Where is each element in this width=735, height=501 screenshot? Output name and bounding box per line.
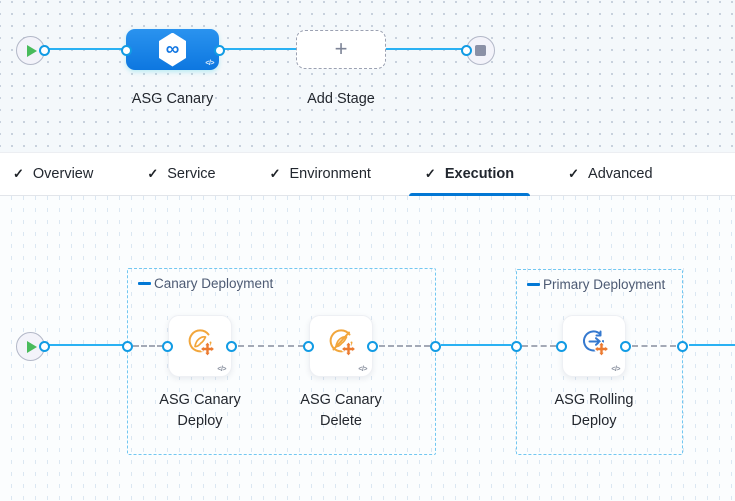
stage-graph-canvas[interactable]: ∞ </> + ASG Canary Add Stage	[0, 0, 735, 152]
check-icon: ✓	[147, 166, 159, 181]
canary-group-in-port[interactable]	[122, 341, 133, 352]
asg-canary-delete-icon	[329, 329, 356, 357]
link-group-to-step1	[133, 345, 163, 347]
group-primary-deployment[interactable]: Primary Deployment	[516, 269, 683, 455]
tab-service-label: Service	[167, 166, 216, 182]
stage-config-tabbar: ✓ Overview ✓ Service ✓ Environment ✓ Exe…	[0, 152, 735, 196]
primary-group-out-port[interactable]	[677, 341, 688, 352]
asg-canary-deploy-icon	[188, 329, 215, 357]
execution-graph-canvas[interactable]: Canary Deployment </>	[0, 196, 735, 501]
tab-environment[interactable]: ✓ Environment	[270, 153, 371, 195]
step-asg-canary-delete[interactable]: </>	[309, 315, 373, 377]
link-canary-to-primary-group	[441, 344, 511, 346]
step1-in-port[interactable]	[162, 341, 173, 352]
step2-in-port[interactable]	[303, 341, 314, 352]
group-canary-deployment[interactable]: Canary Deployment	[127, 268, 436, 455]
stop-icon	[475, 45, 486, 56]
step3-in-port[interactable]	[556, 341, 567, 352]
add-stage-label[interactable]: Add Stage	[307, 91, 375, 107]
exec-start-out-port[interactable]	[39, 341, 50, 352]
group-primary-label: Primary Deployment	[527, 277, 665, 292]
group-dash-icon	[527, 283, 540, 286]
tab-advanced[interactable]: ✓ Advanced	[568, 153, 652, 195]
check-icon: ✓	[568, 166, 580, 181]
link-group-to-step3	[522, 345, 556, 347]
yaml-code-icon[interactable]: </>	[205, 60, 214, 67]
tab-execution-label: Execution	[444, 166, 515, 182]
stage-out-port[interactable]	[214, 45, 225, 56]
plus-icon: +	[334, 35, 348, 61]
play-icon	[27, 44, 37, 57]
tab-overview[interactable]: ✓ Overview	[13, 153, 93, 195]
end-in-port[interactable]	[461, 45, 472, 56]
step-asg-rolling-deploy[interactable]: </>	[562, 315, 626, 377]
group-primary-label-text: Primary Deployment	[543, 277, 666, 292]
canary-group-out-port[interactable]	[430, 341, 441, 352]
stage-name-label[interactable]: ASG Canary	[131, 91, 214, 107]
yaml-code-icon[interactable]: </>	[217, 366, 226, 373]
stage-card-asg-canary[interactable]: ∞ </>	[126, 29, 219, 70]
yaml-code-icon[interactable]: </>	[358, 366, 367, 373]
step3-out-port[interactable]	[620, 341, 631, 352]
step1-name-label[interactable]: ASG Canary Deploy	[159, 392, 241, 429]
start-out-port[interactable]	[39, 45, 50, 56]
link-start-to-canary-group	[45, 344, 128, 346]
tab-service[interactable]: ✓ Service	[147, 153, 215, 195]
check-icon: ✓	[424, 166, 436, 181]
link-step3-to-group-end	[632, 345, 676, 347]
link-addstage-to-end	[386, 48, 462, 50]
step3-name-label[interactable]: ASG Rolling Deploy	[554, 392, 634, 429]
harness-cd-icon: ∞	[159, 32, 186, 67]
link-primary-to-end	[689, 344, 735, 346]
primary-group-in-port[interactable]	[511, 341, 522, 352]
yaml-code-icon[interactable]: </>	[611, 366, 620, 373]
group-canary-label-text: Canary Deployment	[154, 276, 274, 291]
add-stage-button[interactable]: +	[296, 30, 386, 69]
step2-out-port[interactable]	[367, 341, 378, 352]
check-icon: ✓	[269, 166, 281, 181]
link-start-to-stage	[45, 48, 128, 50]
step2-name-label[interactable]: ASG Canary Delete	[300, 392, 382, 429]
check-icon: ✓	[13, 166, 24, 181]
link-stage-to-addstage	[224, 48, 296, 50]
tab-advanced-label: Advanced	[588, 166, 653, 182]
tab-environment-label: Environment	[289, 166, 371, 182]
group-dash-icon	[138, 282, 151, 285]
stage-in-port[interactable]	[121, 45, 132, 56]
asg-rolling-deploy-icon	[583, 330, 609, 357]
link-step2-to-group-end	[379, 345, 430, 347]
group-canary-label: Canary Deployment	[138, 276, 273, 291]
tab-execution[interactable]: ✓ Execution	[408, 153, 531, 196]
step1-out-port[interactable]	[226, 341, 237, 352]
link-step1-to-step2	[238, 345, 304, 347]
tab-overview-label: Overview	[32, 166, 94, 182]
step-asg-canary-deploy[interactable]: </>	[168, 315, 232, 377]
play-icon	[27, 340, 37, 353]
